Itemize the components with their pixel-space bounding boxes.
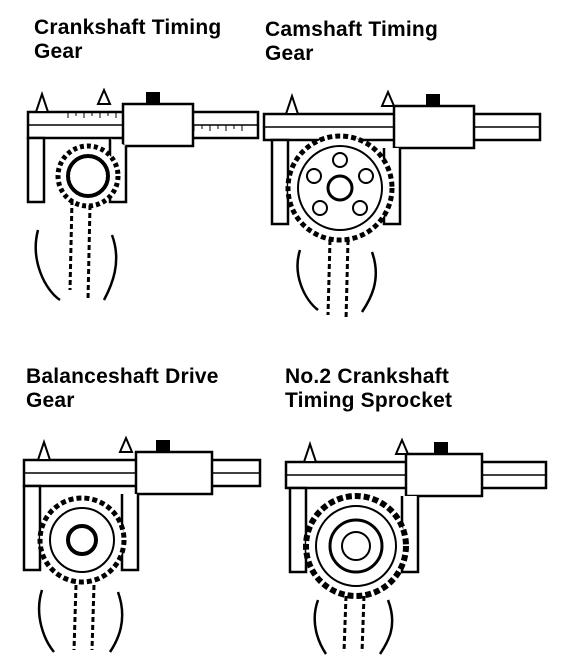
panel-title-line1: Crankshaft Timing: [34, 16, 222, 39]
timing-gear-icon: [55, 143, 121, 209]
drive-chain-icon: [326, 239, 350, 321]
camshaft-caliper-figure: [262, 89, 542, 321]
crankshaft-caliper-figure: [26, 88, 260, 302]
sprocket-icon: [303, 493, 409, 599]
caliper-icon: [22, 435, 262, 572]
panel-title-line2: Gear: [34, 40, 83, 63]
hand-icon: [296, 249, 377, 313]
panel-title-line1: Balanceshaft Drive: [26, 365, 219, 388]
drive-chain-icon: [342, 595, 366, 653]
balanceshaft-caliper-figure: [22, 435, 262, 653]
hand-icon: [313, 599, 394, 655]
hand-icon: [37, 589, 124, 653]
panel-title-line1: No.2 Crankshaft: [285, 365, 450, 388]
sprocket-caliper-figure: [284, 437, 548, 655]
panel-title-no2-crankshaft-timing-sprocket: No.2 Crankshaft Timing Sprocket: [285, 365, 452, 413]
caliper-icon: [284, 437, 548, 574]
panel-title-line2: Gear: [26, 389, 75, 412]
timing-gear-icon: [37, 495, 127, 585]
timing-gear-icon: [285, 133, 395, 243]
panel-title-crankshaft-timing-gear: Crankshaft Timing Gear: [34, 16, 221, 64]
panel-title-balanceshaft-drive-gear: Balanceshaft Drive Gear: [26, 365, 219, 413]
drive-chain-icon: [72, 584, 96, 651]
panel-title-line2: Timing Sprocket: [285, 389, 453, 412]
panel-title-camshaft-timing-gear: Camshaft Timing Gear: [265, 18, 438, 66]
panel-title-line1: Camshaft Timing: [265, 18, 438, 41]
hand-icon: [34, 229, 118, 302]
drive-chain-icon: [68, 199, 92, 301]
caliper-icon: [262, 89, 542, 226]
panel-title-line2: Gear: [265, 42, 314, 65]
